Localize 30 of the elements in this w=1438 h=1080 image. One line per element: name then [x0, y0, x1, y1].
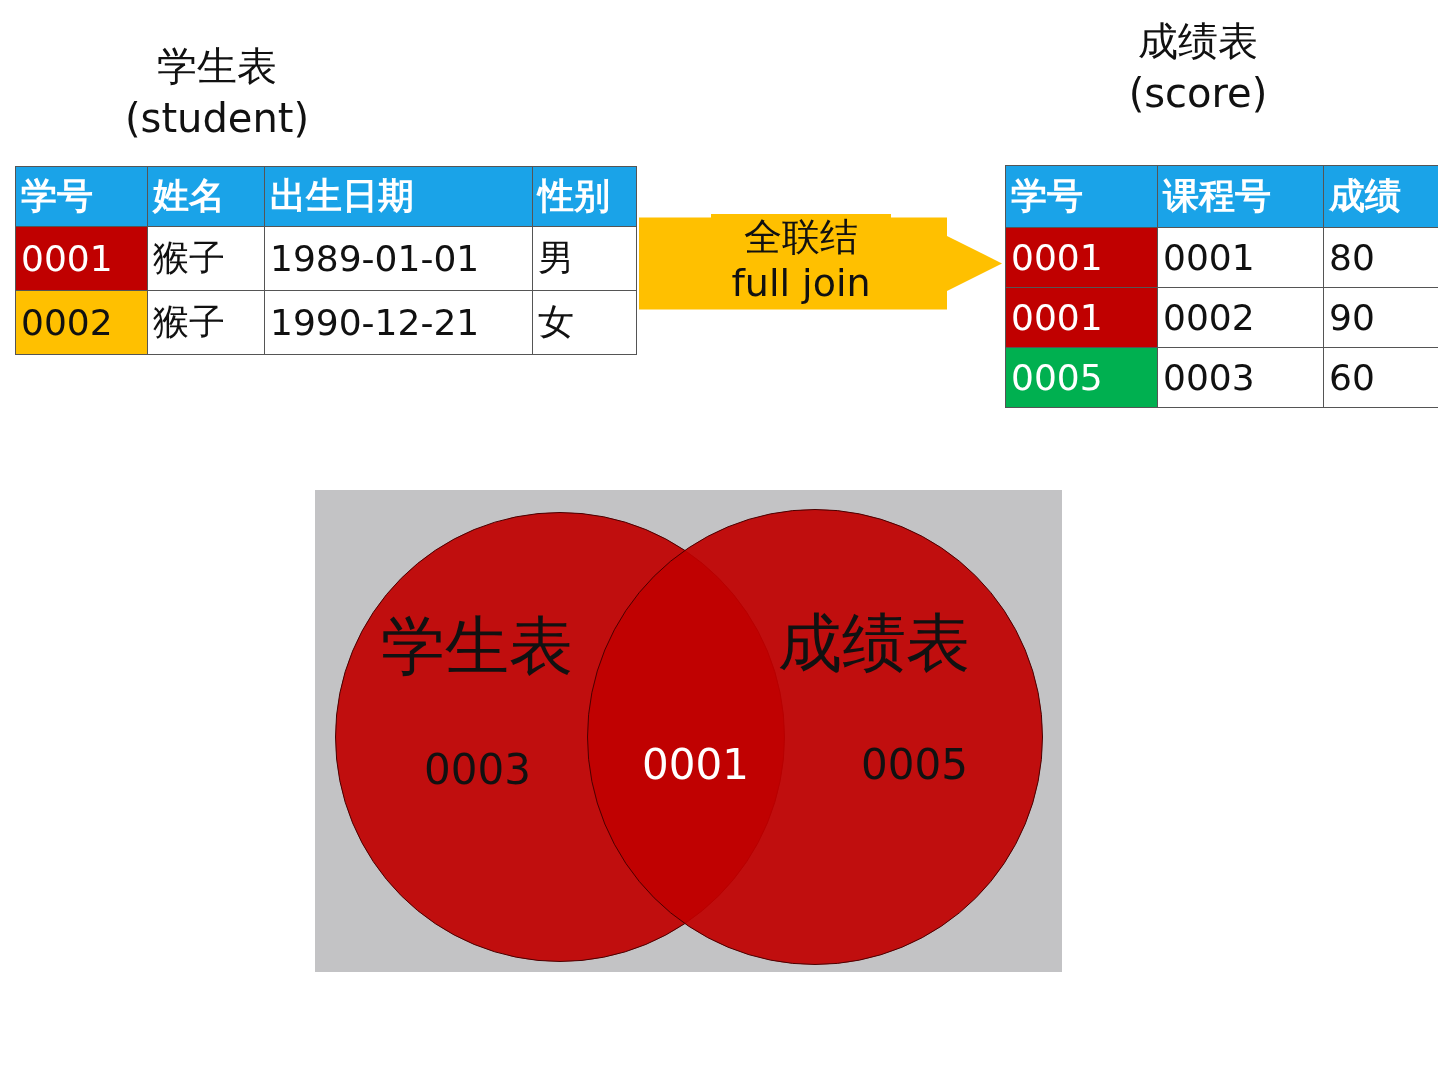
column-header: 姓名 [147, 166, 265, 227]
intersection-value: 0001 [642, 740, 749, 789]
set-value: 0005 [861, 740, 968, 789]
table-cell: 猴子 [147, 290, 265, 355]
table-cell: 0001 [1157, 227, 1324, 288]
column-header: 性别 [532, 166, 637, 227]
table-cell: 0001 [15, 226, 148, 291]
table-cell: 0001 [1005, 287, 1158, 348]
table-cell: 0003 [1157, 347, 1324, 408]
table-cell: 0002 [15, 290, 148, 355]
table-cell: 女 [532, 290, 637, 355]
column-header: 课程号 [1157, 165, 1324, 228]
table-cell: 猴子 [147, 226, 265, 291]
table-cell: 0005 [1005, 347, 1158, 408]
table-cell: 0001 [1005, 227, 1158, 288]
column-header: 出生日期 [264, 166, 533, 227]
column-header: 学号 [1005, 165, 1158, 228]
set-value: 0003 [424, 745, 531, 794]
column-header: 学号 [15, 166, 148, 227]
join-arrow [639, 217, 1003, 310]
set-title: 学生表 [381, 608, 573, 685]
table-cell: 1990-12-21 [264, 290, 533, 355]
table-cell: 男 [532, 226, 637, 291]
table-title: 学生表 (student) [123, 42, 311, 143]
column-header: 成绩 [1323, 165, 1438, 228]
table-cell: 0002 [1157, 287, 1324, 348]
table-cell: 1989-01-01 [264, 226, 533, 291]
set-title: 成绩表 [778, 605, 970, 682]
table-title: 成绩表 (score) [1127, 17, 1269, 118]
edge-label: 全联结 full join [711, 213, 891, 306]
